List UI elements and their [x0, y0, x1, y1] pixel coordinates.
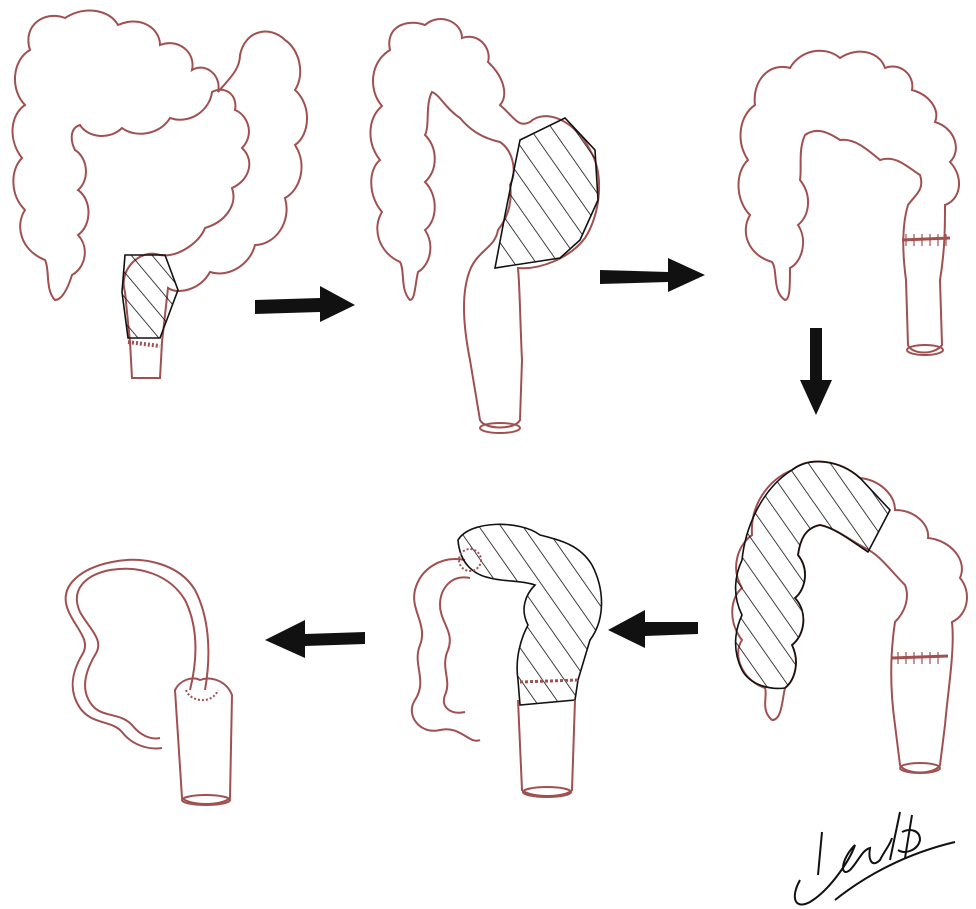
- panel-5-colon: [412, 524, 602, 797]
- panel-6-rectum: [175, 678, 232, 804]
- arrow-5-left: [265, 620, 365, 658]
- panel-1-full-colon: [13, 11, 307, 378]
- panel-6-anastomosis-suture: [186, 690, 218, 700]
- panel-6-ileorectal-anastomosis: [66, 560, 232, 805]
- panel-2-hatched-segment: [495, 118, 598, 268]
- arrow-1-right: [255, 286, 355, 322]
- panel-1-hatched-sigmoid: [122, 255, 178, 338]
- panel-4-hatched-segment: [736, 462, 890, 689]
- panel-5-hatched-colon: [458, 524, 602, 705]
- author-signature: [795, 812, 955, 905]
- panel-6-small-bowel-loop: [66, 560, 209, 749]
- panel-2-colon: [370, 19, 599, 433]
- panel-3-anastomosed-colon: [738, 51, 959, 355]
- panel-3-colon-outline: [738, 51, 959, 353]
- arrow-4-left: [608, 610, 698, 648]
- panel-3-staple-line: [902, 238, 950, 240]
- arrow-2-right: [600, 258, 705, 292]
- panel-1-staple-line: [128, 342, 160, 346]
- panel-4-staple-line: [892, 656, 948, 658]
- panel-5-small-bowel: [412, 559, 480, 741]
- arrow-3-down: [800, 328, 832, 415]
- panel-4-colon: [732, 462, 967, 773]
